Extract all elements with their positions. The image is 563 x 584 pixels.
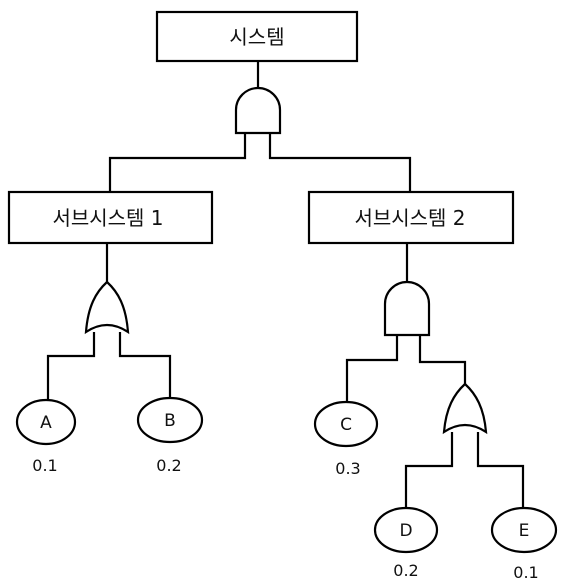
- event-d-ellipse: [373, 506, 439, 554]
- event-d-label: D: [399, 521, 412, 541]
- subsystem-1: 서브시스템 1: [7, 190, 214, 245]
- event-b-label: B: [164, 411, 176, 431]
- event-a: A 0.1: [15, 398, 77, 475]
- connector-or-gate-to-b: [118, 332, 172, 398]
- or-gate-subsystem-1: [84, 280, 130, 335]
- or-gate-lower: [442, 382, 488, 435]
- subsystem-1-label: 서브시스템 1: [52, 206, 163, 230]
- connector-or-gate-to-e: [476, 432, 525, 508]
- event-e-ellipse: [490, 506, 558, 554]
- subsystem-2-label: 서브시스템 2: [354, 206, 465, 230]
- event-e-label: E: [519, 521, 530, 541]
- top-event-box: [155, 10, 359, 63]
- event-a-probability: 0.1: [32, 456, 57, 475]
- event-b: B 0.2: [136, 396, 204, 475]
- event-c-ellipse: [313, 400, 379, 448]
- event-d-probability: 0.2: [393, 561, 418, 580]
- and-gate-top: [234, 86, 282, 135]
- subsystem-1-box: [7, 190, 214, 245]
- event-e-probability: 0.1: [513, 563, 538, 582]
- connectors: [46, 61, 525, 508]
- event-e: E 0.1: [490, 506, 558, 582]
- connector-and-gate-to-c: [345, 335, 399, 402]
- event-c-label: C: [340, 415, 352, 435]
- connector-or-gate-to-a: [46, 332, 96, 400]
- event-b-ellipse: [136, 396, 204, 444]
- event-c-probability: 0.3: [335, 459, 360, 478]
- and-gate-subsystem-2: [383, 280, 431, 337]
- top-event: 시스템: [155, 10, 359, 63]
- event-a-label: A: [40, 413, 52, 433]
- connector-and-gate-to-subsystem-2: [268, 133, 412, 192]
- top-event-label: 시스템: [229, 25, 284, 49]
- event-d: D 0.2: [373, 506, 439, 580]
- connector-or-gate-to-d: [404, 432, 454, 508]
- event-a-ellipse: [15, 398, 77, 446]
- event-b-probability: 0.2: [156, 456, 181, 475]
- subsystem-2: 서브시스템 2: [307, 190, 515, 245]
- subsystem-2-box: [307, 190, 515, 245]
- event-c: C 0.3: [313, 400, 379, 478]
- connector-and-gate-to-subsystem-1: [108, 133, 247, 192]
- connector-and-gate-to-or-gate: [418, 335, 467, 384]
